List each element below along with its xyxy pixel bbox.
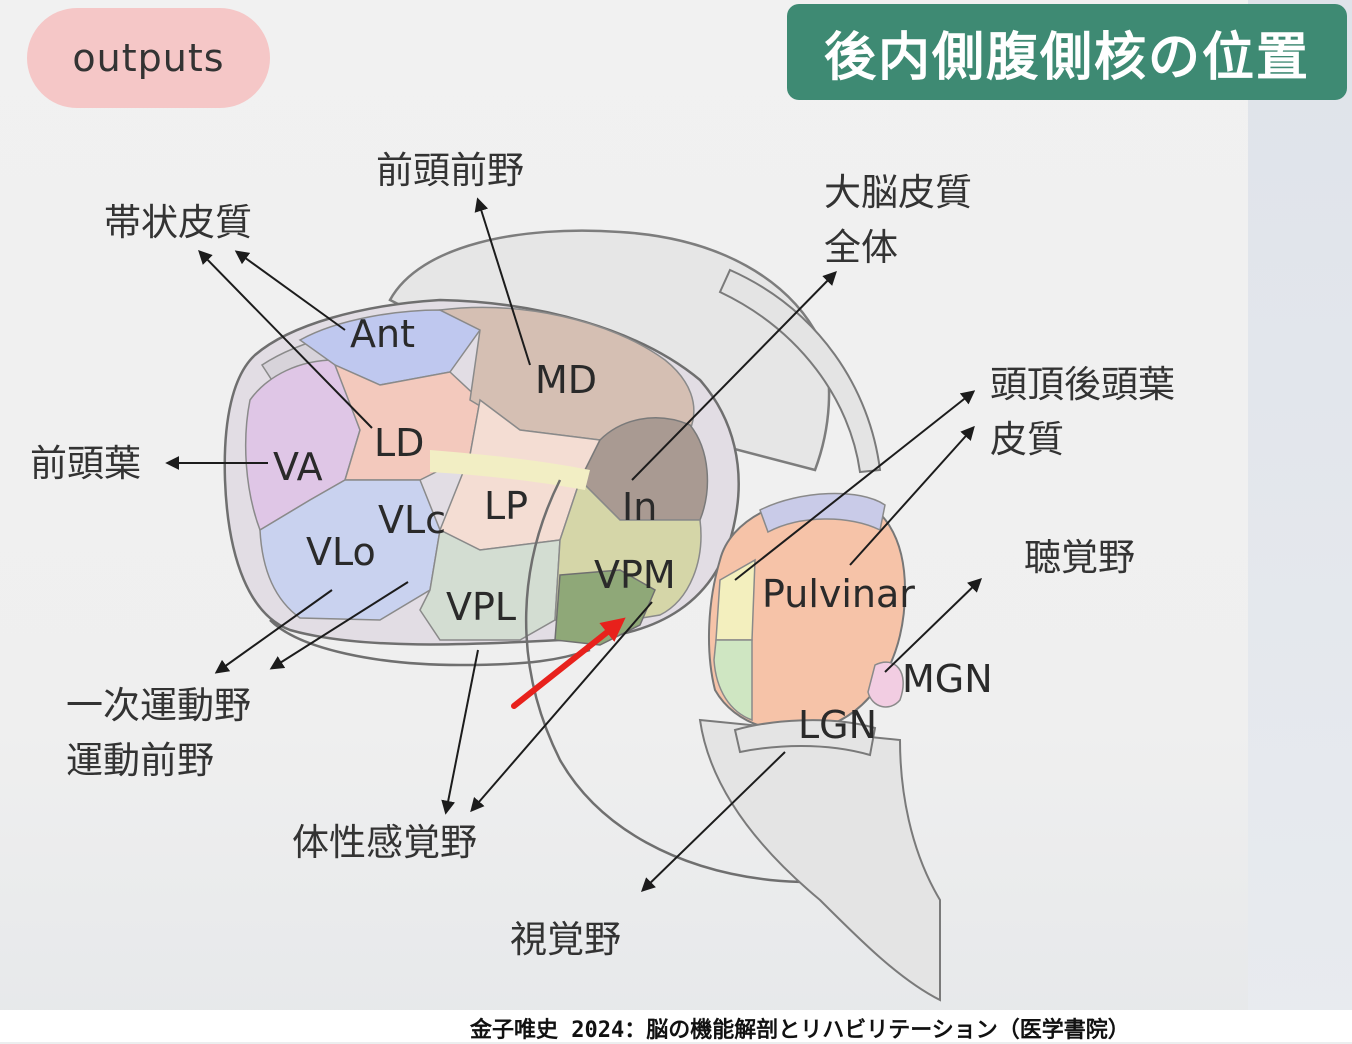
label-ld: LD [374,421,425,465]
label-auditory: 聴覚野 [1024,536,1135,579]
label-motor-2: 運動前野 [66,739,214,782]
arrow-ld-to-cingulate [198,249,373,429]
label-cerebral-cortex-2: 全体 [824,226,898,269]
arrow-ant-to-cingulate [234,250,346,331]
label-prefrontal: 前頭前野 [376,149,524,192]
pulvinar-top-band [759,492,886,534]
arrow-vlc-to-motor [269,581,409,670]
label-vlo: VLo [306,530,376,574]
arrow-vlo-to-motor [214,589,333,674]
arrow-in-to-cerebral-cortex [631,271,837,481]
label-vlc: VLc [378,498,447,542]
label-in: In [622,485,658,529]
label-cerebral-cortex-1: 大脳皮質 [824,171,972,214]
arrow-mgn-to-auditory [884,578,983,673]
arrow-md-to-prefrontal [474,197,531,366]
citation-text: 金子唯史 2024：脳の機能解剖とリハビリテーション（医学書院） [470,1018,1130,1043]
page-title: 後内側腹側核の位置 [823,27,1310,88]
nucleus-ant [298,309,482,386]
label-vpl: VPL [446,585,517,629]
arrow-pulvinar-to-parieto-occipital-2 [849,425,975,566]
label-pulvinar: Pulvinar [762,572,915,616]
center-yellow-band [430,450,590,490]
outputs-badge-text: outputs [72,36,225,80]
label-mgn: MGN [902,657,993,701]
label-lp: LP [484,484,529,528]
citation-bar: 金子唯史 2024：脳の機能解剖とリハビリテーション（医学書院） [0,1010,1352,1043]
title-banner: 後内側腹側核の位置 [787,4,1347,100]
label-parieto-occipital-1: 頭頂後頭葉 [990,363,1175,406]
arrow-lgn-to-visual [640,751,786,892]
pulvinar-left-green [713,639,753,722]
nucleus-vlo [259,479,441,621]
label-somatosensory: 体性感覚野 [292,821,477,864]
lower-bowl [269,619,591,667]
nucleus-lgn [733,719,877,757]
label-frontal-lobe: 前頭葉 [30,442,141,485]
stria-ribbon [718,268,882,474]
highlight-arrow [511,617,626,709]
arrow-pulvinar-to-parieto-occipital-1 [734,390,976,581]
label-parieto-occipital-2: 皮質 [990,418,1064,461]
label-ant: Ant [350,312,415,356]
label-va: VA [273,445,323,489]
label-cingulate: 帯状皮質 [104,201,252,244]
outputs-badge: outputs [27,8,270,108]
right-edge-strip [1248,0,1352,1042]
label-visual: 視覚野 [510,918,621,961]
brainstem-shape [698,718,941,1002]
nucleus-mgn [867,661,904,708]
arrow-vpl-to-somatosensory [441,649,479,815]
label-md: MD [535,358,598,402]
label-lgn: LGN [798,703,878,747]
label-vpm: VPM [594,553,676,597]
label-motor-1: 一次運動野 [66,684,251,727]
